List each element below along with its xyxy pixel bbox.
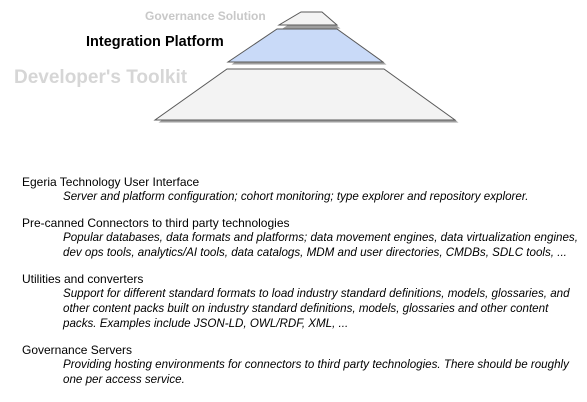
section-description: Popular databases, data formats and plat… (63, 231, 578, 259)
section-utilities: Utilities and converters Support for dif… (22, 272, 580, 331)
component-descriptions: Egeria Technology User Interface Server … (22, 175, 580, 399)
section-user-interface: Egeria Technology User Interface Server … (22, 175, 580, 204)
pyramid-top-layer (277, 11, 339, 26)
pyramid-diagram (153, 11, 459, 123)
integration-platform-label: Integration Platform (86, 34, 224, 50)
pyramid-bottom-layer (153, 68, 457, 121)
section-description: Server and platform configuration; cohor… (63, 190, 529, 203)
pyramid-middle-layer (226, 28, 385, 63)
developers-toolkit-label: Developer's Toolkit (14, 67, 188, 88)
section-title: Egeria Technology User Interface (22, 175, 200, 189)
section-title: Pre-canned Connectors to third party tec… (22, 216, 290, 230)
governance-solution-label: Governance Solution (145, 9, 266, 23)
section-title: Governance Servers (22, 343, 133, 357)
section-governance-servers: Governance Servers Providing hosting env… (22, 343, 580, 387)
section-connectors: Pre-canned Connectors to third party tec… (22, 216, 580, 260)
section-description: Support for different standard formats t… (63, 287, 570, 330)
section-description: Providing hosting environments for conne… (63, 358, 569, 386)
section-title: Utilities and converters (22, 272, 144, 286)
